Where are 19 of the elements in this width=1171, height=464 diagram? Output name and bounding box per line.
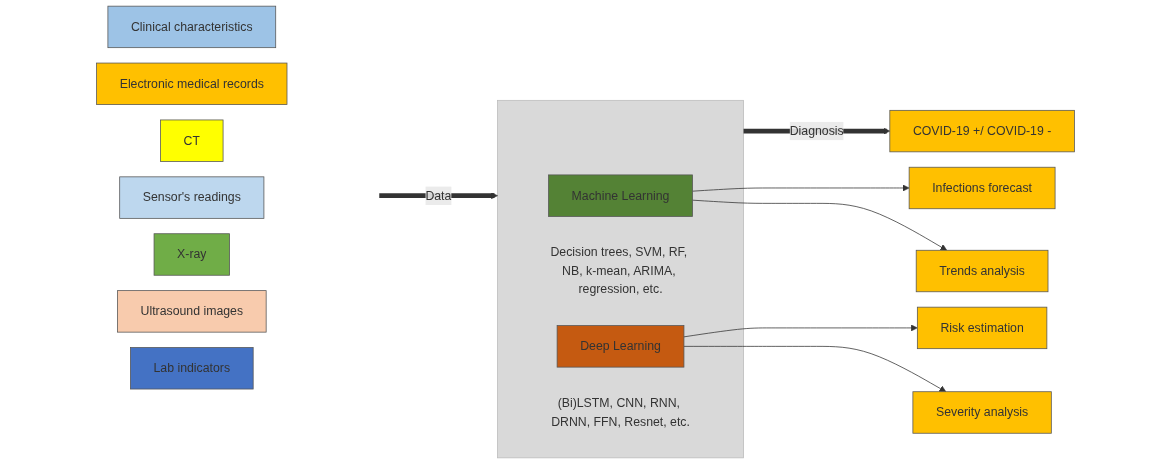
edge-label: Diagnosis	[789, 124, 844, 138]
node-box: Electronic medical records	[96, 62, 288, 105]
cluster	[497, 99, 744, 459]
node-box: Clinical characteristics	[107, 5, 277, 49]
node-label: (Bi)LSTM, CNN, RNN, DRNN, FFN, Resnet, etc.	[551, 396, 690, 428]
node-box: COVID-19 +/ COVID-19 -	[889, 109, 1075, 153]
node-box: Sensor's readings	[119, 176, 265, 219]
node-box: Infections forecast	[908, 166, 1056, 210]
node-box: Severity analysis	[912, 391, 1052, 434]
node-box: CT	[160, 119, 224, 162]
node-box: Risk estimation	[916, 306, 1048, 350]
node-box: Trends analysis	[915, 249, 1049, 293]
edge-label: Data	[425, 188, 452, 202]
node-box: X-ray	[153, 233, 230, 276]
node-box: Machine Learning	[548, 174, 693, 217]
node-label: Decision trees, SVM, RF, NB, k-mean, ARIMA, regression, etc.	[550, 245, 688, 296]
node-box: Deep Learning	[556, 325, 685, 368]
node-box: Lab indicators	[130, 347, 254, 390]
node-box: Ultrasound images	[117, 290, 267, 333]
